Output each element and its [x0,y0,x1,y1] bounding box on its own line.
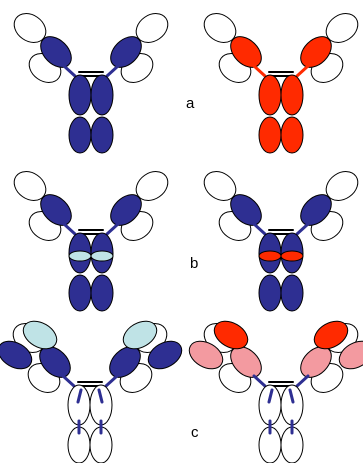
antibody-0-0-ch2-right [91,75,113,115]
antibody-0-0-ch3-left [69,117,91,153]
row-label-a: a [186,96,194,111]
antibody-1-0-stripe-right [91,251,113,261]
antibody-1-1-stripe-left [259,251,281,261]
antibody-1-1-linker-left [254,224,265,234]
antibody-1-0-ch3-right [91,275,113,311]
antibody-2-1-ch2-right [281,385,303,425]
antibody-2-1-linker-left [254,376,265,386]
antibody-1-1-ch3-left [259,275,281,311]
antibody-1-1-stripe-right [281,251,303,261]
antibody-0-0-ch3-right [91,117,113,153]
antibody-1-1-ch3-right [281,275,303,311]
antibody-2-0-ch2-right [90,385,112,425]
antibody-0-1-ch2-right [281,75,303,115]
antibody-0-1-linker-left [254,66,265,76]
antibody-2-1-linker-right [297,376,308,386]
antibody-1-0-linker-left [64,224,75,234]
antibody-0-1-ch3-left [259,117,281,153]
antibody-0-0-linker-right [107,66,118,76]
row-label-c: c [191,425,199,440]
antibody-0-1-ch2-left [259,75,281,115]
antibody-2-0-linker-right [106,376,117,386]
antibody-1-1-linker-right [297,224,308,234]
antibody-0-1-ch3-right [281,117,303,153]
antibody-1-0-stripe-left [69,251,91,261]
row-label-b: b [190,256,198,271]
antibody-0-0-ch2-left [69,75,91,115]
antibody-0-0-linker-left [64,66,75,76]
antibody-2-0-linker-left [63,376,74,386]
antibody-2-0-ch2-left [68,385,90,425]
antibody-1-0-ch3-left [69,275,91,311]
antibody-1-0-linker-right [107,224,118,234]
antibody-0-1-linker-right [297,66,308,76]
antibody-2-1-ch2-left [259,385,281,425]
